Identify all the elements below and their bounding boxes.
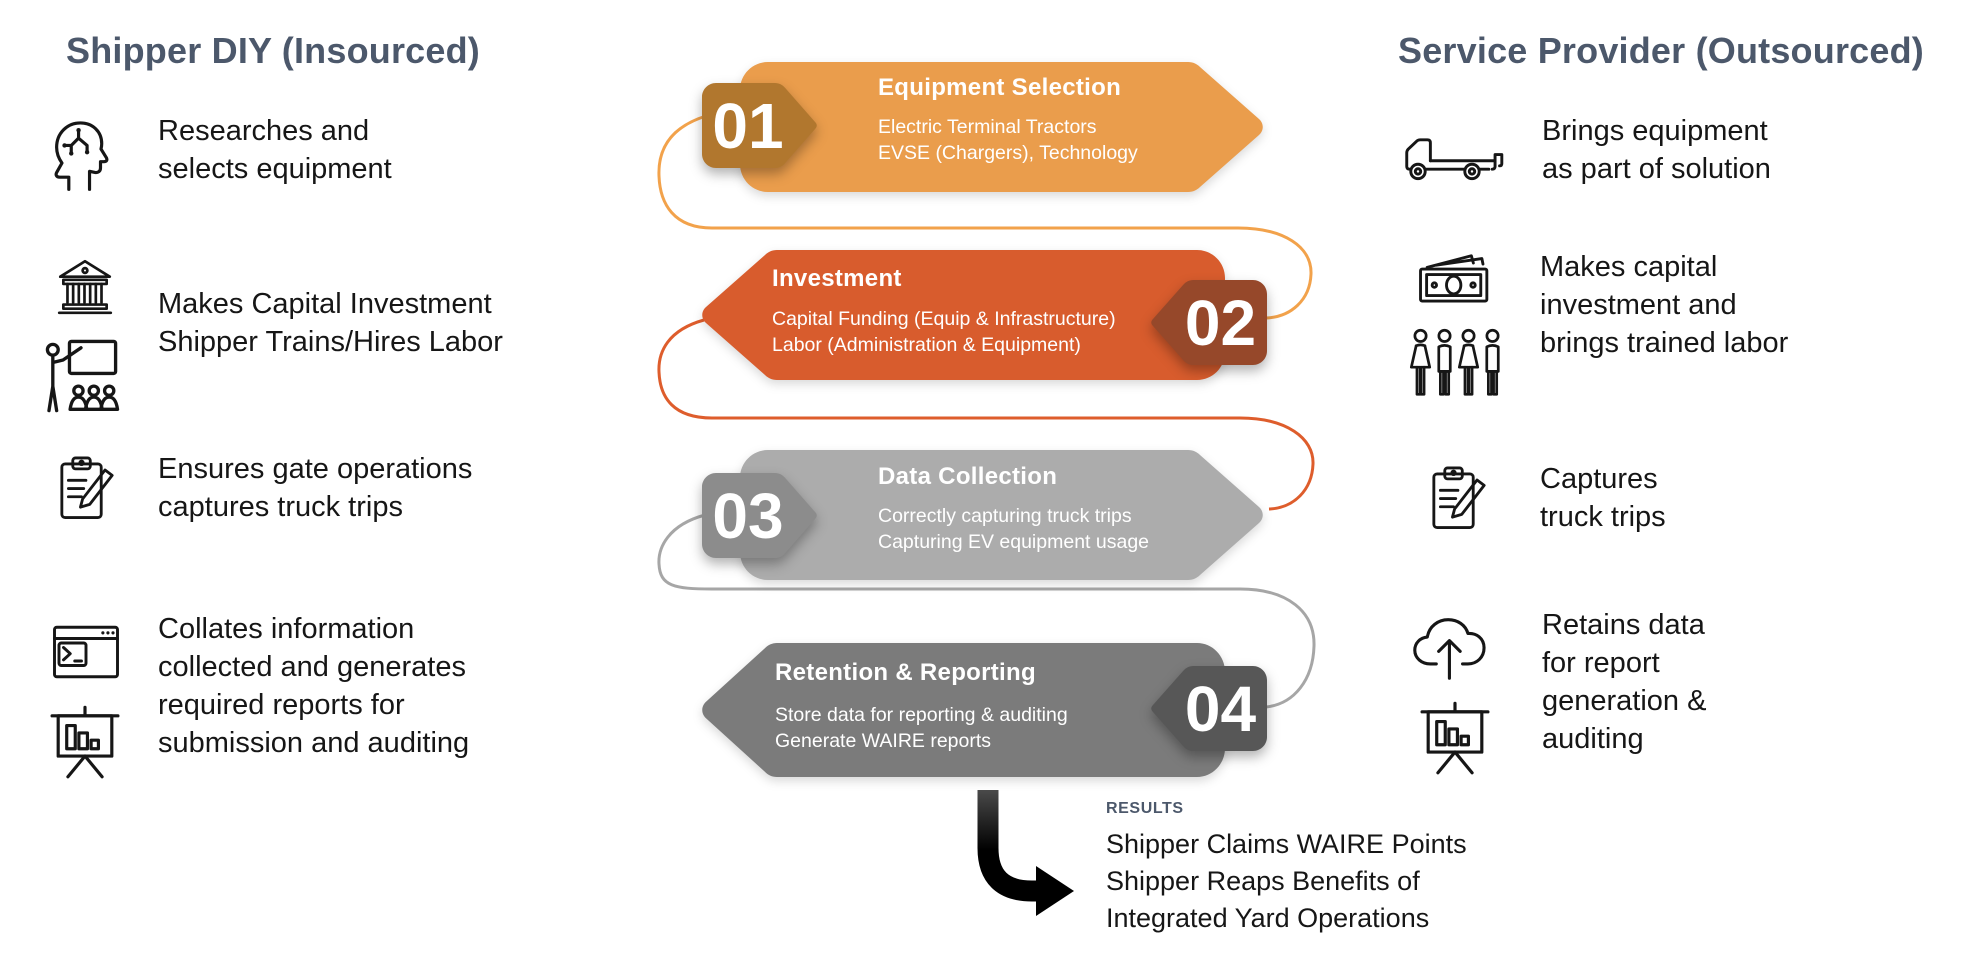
clipboard-pencil-icon <box>52 446 122 530</box>
step-4-banner-shape <box>702 643 1225 777</box>
step-1-body: Electric Terminal Tractors EVSE (Charger… <box>878 116 1138 164</box>
results-label: RESULTS <box>1106 800 1184 817</box>
step-2-number-badge: 02 <box>1148 280 1267 365</box>
step-1-banner-shape <box>740 62 1263 192</box>
step-4-number: 04 <box>1184 672 1257 745</box>
step-3-title: Data Collection <box>878 463 1058 490</box>
left-item-1-text: Researches and selects equipment <box>158 115 392 185</box>
step-3-body: Correctly capturing truck trips Capturin… <box>878 505 1150 553</box>
clipboard-pencil-icon <box>1424 456 1494 540</box>
bank-icon <box>52 246 118 328</box>
left-panel-title: Shipper DIY (Insourced) <box>66 30 480 71</box>
step-4-body: Store data for reporting & auditing Gene… <box>775 704 1068 752</box>
step-4-banner: Retention & Reporting Store data for rep… <box>697 643 1225 777</box>
presentation-chart-icon <box>46 696 124 782</box>
step-3-banner: Data Collection Correctly capturing truc… <box>740 450 1270 580</box>
step-4-number-badge: 04 <box>1148 666 1267 751</box>
step-4-title: Retention & Reporting <box>775 659 1036 686</box>
left-item-3-text: Ensures gate operations captures truck t… <box>158 453 473 523</box>
step-2-number: 02 <box>1184 286 1257 359</box>
right-item-1-text: Brings equipment as part of solution <box>1542 115 1771 185</box>
presentation-chart-icon <box>1416 692 1494 778</box>
step-2-body: Capital Funding (Equip & Infrastructure)… <box>772 308 1116 356</box>
step-3-banner-shape <box>740 450 1263 580</box>
right-panel-title: Service Provider (Outsourced) <box>1398 30 1924 71</box>
step-3-number-badge: 03 <box>702 473 820 558</box>
right-item-3-text: Captures truck trips <box>1540 463 1666 533</box>
step-2-banner: Investment Capital Funding (Equip & Infr… <box>697 250 1225 380</box>
step-3-badge-shape <box>702 473 817 558</box>
right-item-4-text: Retains data for report generation & aud… <box>1542 609 1707 755</box>
brain-circuit-icon <box>42 110 120 198</box>
step-2-title: Investment <box>772 265 902 292</box>
truck-icon <box>1400 118 1508 190</box>
trainer-icon <box>40 330 122 422</box>
cloud-upload-icon <box>1410 606 1496 686</box>
left-item-2-text: Makes Capital Investment Shipper Trains/… <box>158 288 503 358</box>
people-group-icon <box>1408 324 1504 402</box>
step-3-number: 03 <box>712 479 784 552</box>
left-item-4-text: Collates information collected and gener… <box>158 613 470 759</box>
terminal-window-icon <box>50 620 122 684</box>
money-icon <box>1415 246 1499 312</box>
results-arrow-icon <box>977 790 1074 916</box>
right-item-2-text: Makes capital investment and brings trai… <box>1540 251 1789 359</box>
step-1-number: 01 <box>712 89 784 162</box>
step-2-banner-shape <box>702 250 1225 380</box>
step-1-badge-shape <box>702 83 817 168</box>
step-2-badge-shape <box>1151 280 1267 365</box>
step-1-title: Equipment Selection <box>878 74 1122 101</box>
step-4-badge-shape <box>1151 666 1267 751</box>
results-text: Shipper Claims WAIRE Points Shipper Reap… <box>1106 829 1467 933</box>
step-1-number-badge: 01 <box>702 83 820 168</box>
step-1-banner: Equipment Selection Electric Terminal Tr… <box>740 62 1270 192</box>
